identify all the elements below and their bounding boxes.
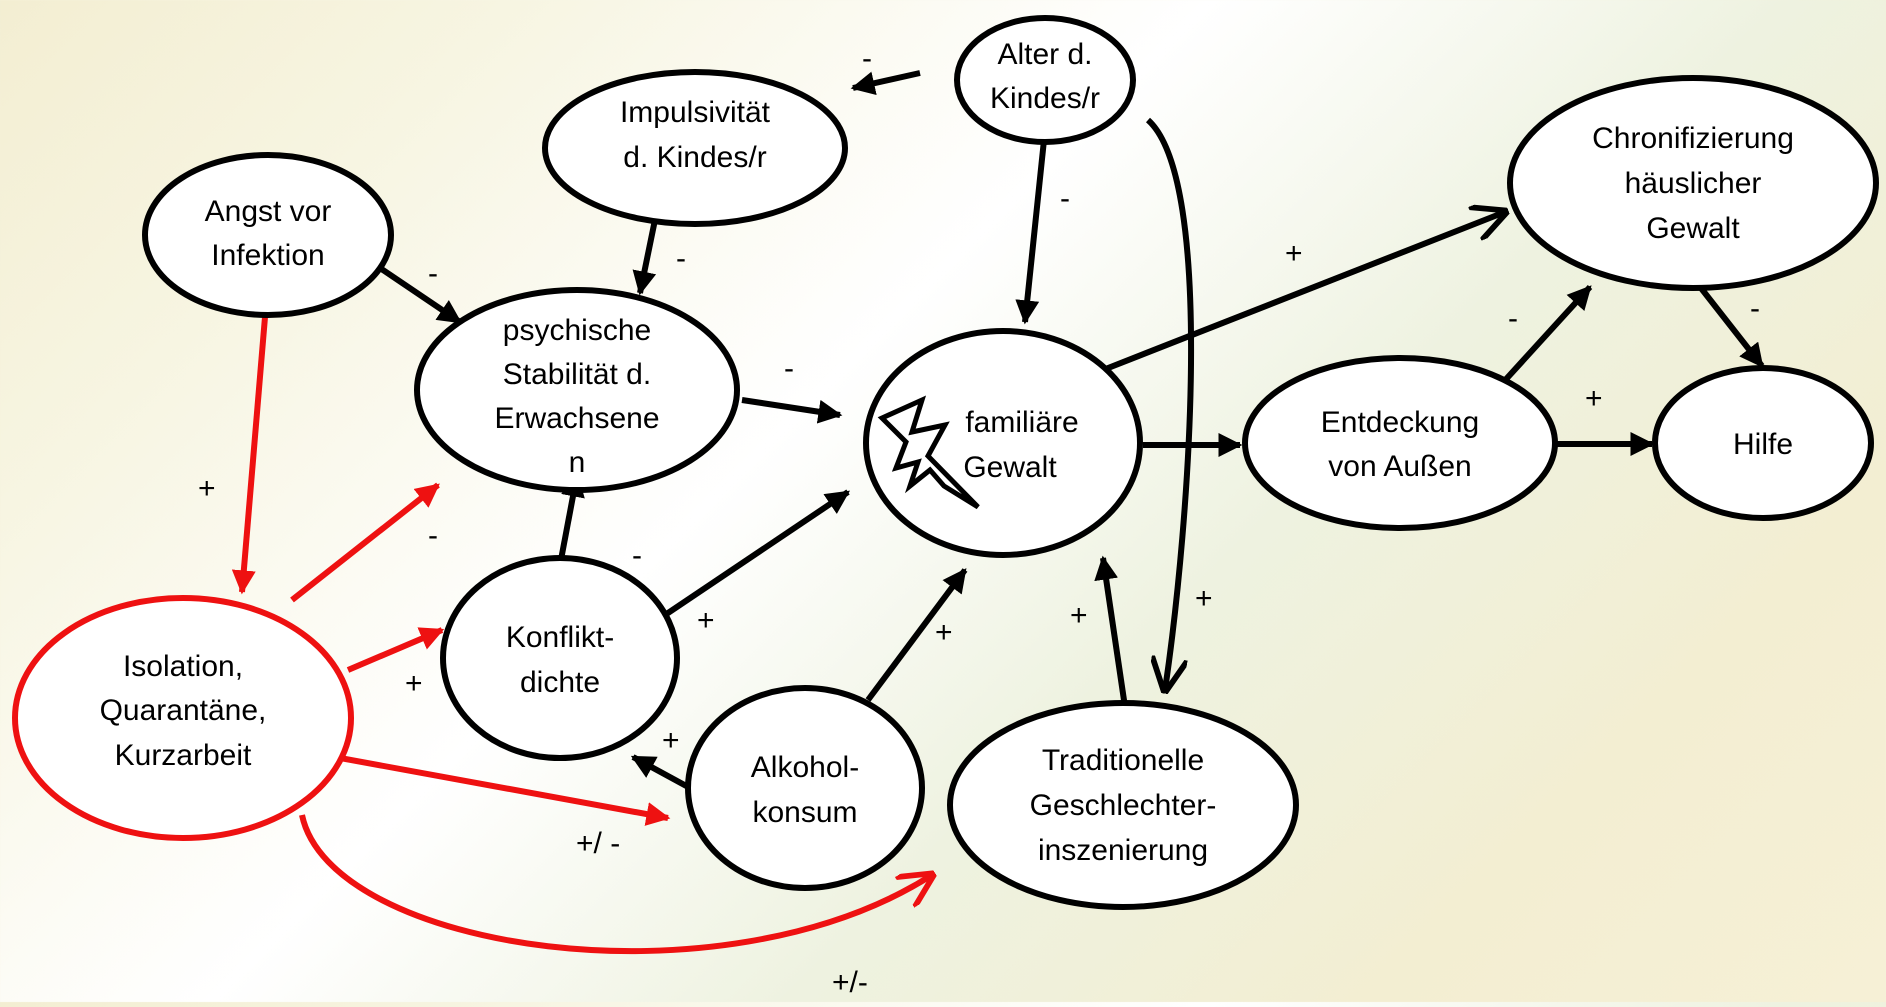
edge-label-psychische-gewalt: -: [784, 352, 794, 385]
edge-label-konflikt-gewalt: +: [697, 604, 715, 637]
lightning-icon: [877, 395, 980, 510]
svg-text:Hilfe: Hilfe: [1733, 428, 1793, 461]
svg-text:Isolation,Quarantäne,Kurzarbei: Isolation,Quarantäne,Kurzarbeit: [100, 650, 267, 772]
edge-entdeckung-to-chronifizierung: [1495, 284, 1593, 391]
edge-traditionelle-to-gewalt: [1094, 555, 1128, 708]
edge-psychische-to-gewalt: [741, 397, 843, 424]
svg-text:Konflikt-dichte: Konflikt-dichte: [506, 621, 614, 699]
edge-label-alkohol-gewalt: +: [935, 616, 953, 649]
edge-label-chronifizierung-hilfe: -: [1750, 292, 1760, 325]
edge-label-isolation-konflikt: +: [405, 667, 423, 700]
edge-angst-to-psychische: [378, 265, 462, 325]
edge-label-isolation-traditionelle: +/-: [832, 966, 868, 999]
node-isolation: Isolation,Quarantäne,Kurzarbeit: [12, 595, 354, 841]
edge-angst-to-isolation: [231, 316, 268, 595]
edge-alkohol-to-gewalt: [865, 568, 968, 702]
edge-label-angst-psychische: -: [428, 257, 438, 290]
node-alter: Alter d.Kindes/r: [954, 15, 1136, 145]
edge-gewalt-to-chronifizierung: [1101, 212, 1505, 373]
node-alkohol: Alkohol-konsum: [685, 685, 925, 891]
edge-alkohol-to-konflikt: [630, 754, 692, 791]
node-konflikt: Konflikt-dichte: [440, 555, 680, 761]
edge-alter-to-traditionelle: [1145, 117, 1195, 690]
edge-isolation-to-traditionelle: [299, 814, 932, 955]
edge-isolation-to-konflikt: [346, 627, 445, 673]
edge-label-entdeckung-chronifizierung: -: [1508, 302, 1518, 335]
edge-chronifizierung-hilfe-double: [1674, 258, 1765, 368]
edge-label-isolation-alkohol: +/ -: [576, 827, 620, 860]
edge-isolation-to-alkohol: [339, 755, 671, 826]
edge-label-impulsivitaet-psychische: -: [676, 242, 686, 275]
svg-text:Alkohol-konsum: Alkohol-konsum: [751, 751, 859, 829]
edge-label-alter-gewalt: -: [1060, 182, 1070, 215]
edge-label-alter-impulsivitaet: -: [862, 42, 872, 75]
edge-label-alter-traditionelle: +: [1195, 582, 1213, 615]
edge-isolation-to-psychische: [290, 482, 440, 603]
edge-label-isolation-psychische: -: [428, 519, 438, 552]
svg-text:Alter d.Kindes/r: Alter d.Kindes/r: [990, 38, 1100, 115]
edge-label-traditionelle-gewalt: +: [1070, 599, 1088, 632]
edge-label-entdeckung-hilfe: +: [1585, 382, 1603, 415]
edge-label-alkohol-konflikt: +: [662, 724, 680, 757]
edge-konflikt-to-gewalt: [663, 489, 850, 618]
edge-label-konflikt-psychische: -: [632, 539, 642, 572]
edge-alter-to-impulsivitaet: [850, 70, 921, 95]
edge-alter-to-gewalt: [1015, 139, 1047, 325]
edge-label-angst-isolation: +: [198, 472, 216, 505]
node-hilfe: Hilfe: [1652, 365, 1874, 521]
edge-label-gewalt-chronifizierung: +: [1285, 237, 1303, 270]
